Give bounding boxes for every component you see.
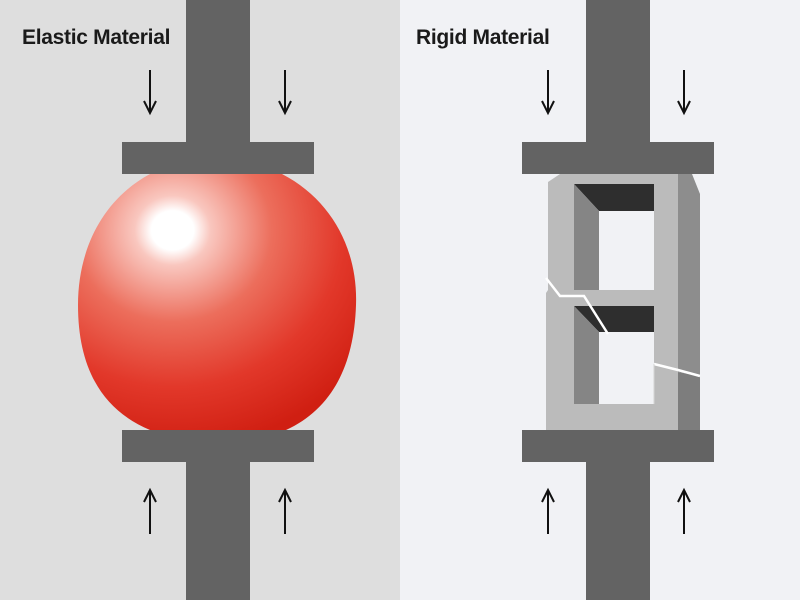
rigid-material-panel: Rigid Material xyxy=(400,0,800,600)
lower-press-plate xyxy=(122,430,314,462)
upper-press-rod xyxy=(186,0,250,146)
rigid-frame xyxy=(545,174,701,430)
arrow-up-icon xyxy=(677,487,691,534)
elastic-diagram xyxy=(0,0,400,600)
arrow-down-icon xyxy=(677,70,691,116)
panel-title: Elastic Material xyxy=(22,26,171,49)
rigid-diagram xyxy=(400,0,800,600)
upper-press-rod xyxy=(586,0,650,146)
panel-title: Rigid Material xyxy=(416,26,550,49)
arrow-up-icon xyxy=(143,487,157,534)
elastic-material-panel: Elastic Material xyxy=(0,0,400,600)
lower-press-rod xyxy=(186,458,250,600)
lower-press-rod xyxy=(586,458,650,600)
upper-press-plate xyxy=(522,142,714,174)
upper-press-plate xyxy=(122,142,314,174)
arrow-down-icon xyxy=(143,70,157,116)
arrow-up-icon xyxy=(541,487,555,534)
arrow-down-icon xyxy=(541,70,555,116)
elastic-ball xyxy=(78,174,357,430)
arrow-up-icon xyxy=(278,487,292,534)
lower-press-plate xyxy=(522,430,714,462)
arrow-down-icon xyxy=(278,70,292,116)
